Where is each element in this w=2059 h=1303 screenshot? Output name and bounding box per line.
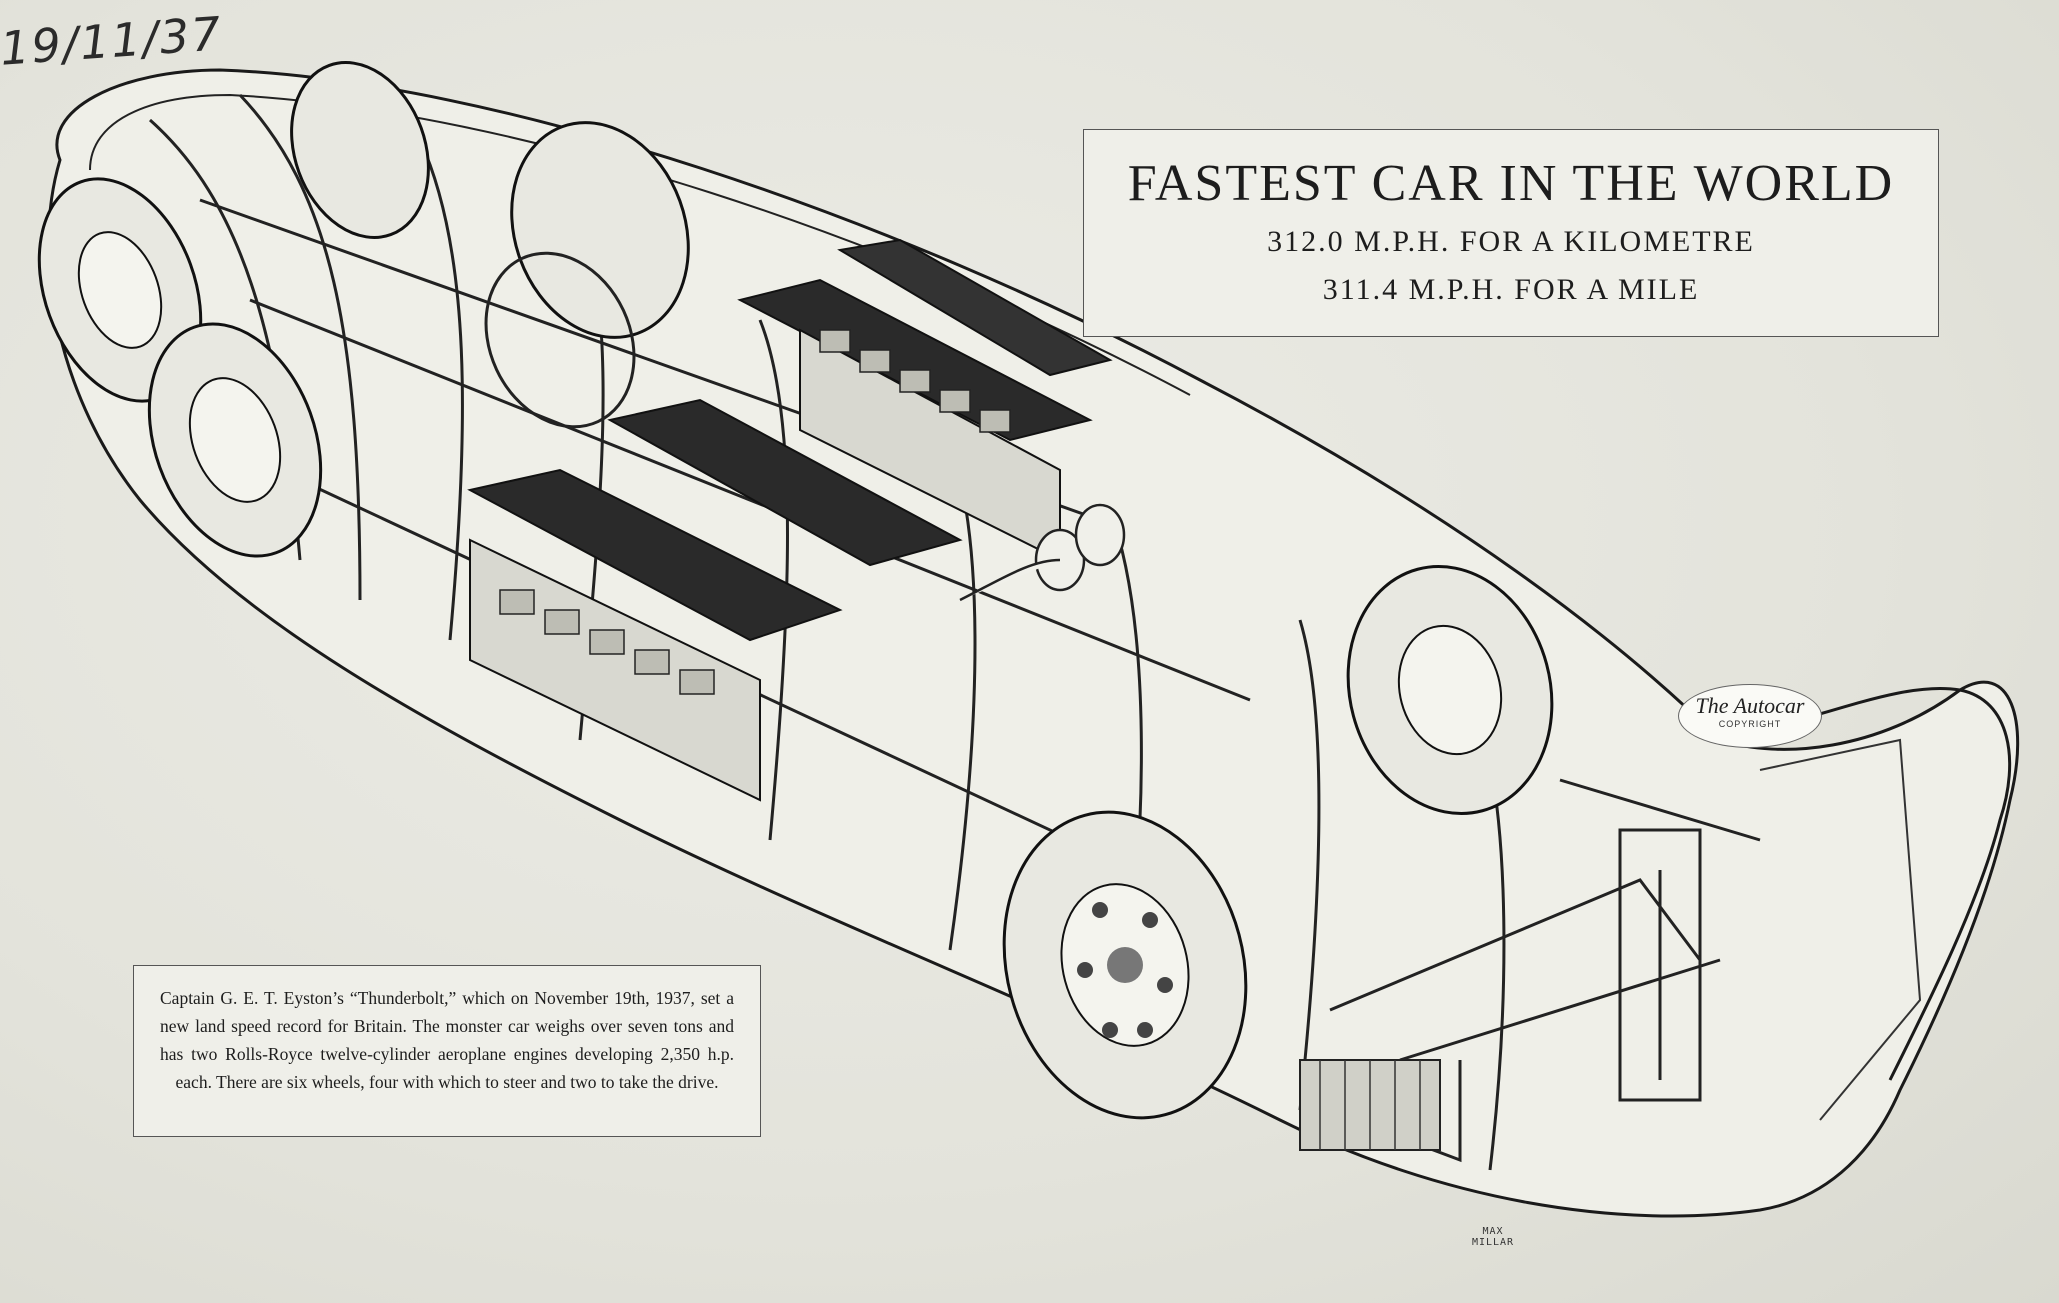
signature-line-2: MILLAR	[1471, 1237, 1515, 1248]
logo-name: The Autocar	[1695, 693, 1805, 718]
caption-panel: Captain G. E. T. Eyston’s “Thunderbolt,”…	[133, 965, 761, 1137]
signature-line-1: MAX	[1482, 1226, 1504, 1237]
rear-suspension	[1299, 778, 1761, 1163]
engine-blocks	[467, 238, 1113, 802]
tail-fin	[1719, 686, 2012, 1081]
headline: FASTEST CAR IN THE WORLD	[1127, 155, 1895, 212]
engine-cylinder-details	[499, 329, 1011, 695]
exhaust-pipes	[959, 503, 1126, 602]
steering-wheel	[484, 251, 636, 429]
title-panel: FASTEST CAR IN THE WORLD 312.0 M.P.H. FO…	[1083, 129, 1939, 337]
autocar-logo: The Autocar COPYRIGHT	[1678, 684, 1822, 748]
kilometre-record: 312.0 M.P.H. FOR A KILOMETRE	[1267, 225, 1755, 258]
artist-signature: MAX MILLAR	[1463, 1226, 1523, 1248]
hub-holes	[1077, 902, 1173, 1038]
caption-text: Captain G. E. T. Eyston’s “Thunderbolt,”…	[160, 988, 734, 1092]
logo-copyright: COPYRIGHT	[1718, 719, 1782, 729]
mile-record: 311.4 M.P.H. FOR A MILE	[1322, 273, 1700, 306]
